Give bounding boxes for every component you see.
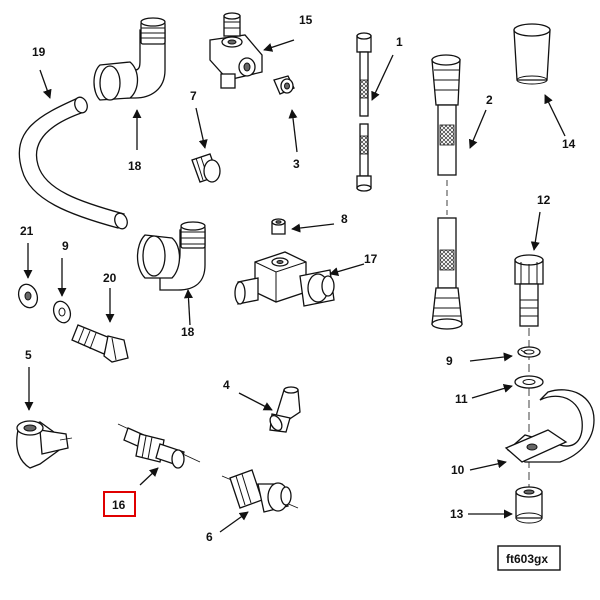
figure-id-box: ft603gx [497,545,561,571]
part-14-sleeve [513,23,551,85]
callout-2: 2 [486,93,493,107]
callout-5: 5 [25,348,32,362]
callout-19: 19 [32,45,46,59]
highlight-box [103,491,136,517]
callout-18-lower: 18 [181,325,195,339]
callout-6: 6 [206,530,213,544]
part-19-tube [18,96,128,230]
part-4-elbow [269,386,301,433]
part-5-elbow [16,420,73,469]
callout-10: 10 [451,463,465,477]
part-18-elbow-upper [93,17,166,101]
callout-1: 1 [396,35,403,49]
leader-arrows [23,39,566,533]
callout-3: 3 [293,157,300,171]
part-18-elbow-lower [136,221,206,291]
part-10-clamp [504,389,595,463]
part-9-washer-left [52,300,72,324]
part-6-union [221,469,299,513]
callout-7: 7 [190,89,197,103]
part-8-nut [271,218,286,235]
callout-8: 8 [341,212,348,226]
part-2-hose [431,54,463,330]
callout-15: 15 [299,13,313,27]
callout-12: 12 [537,193,551,207]
callout-21: 21 [20,224,34,238]
highlighted-callout-16[interactable]: 16 [103,491,136,517]
part-1-rod [356,32,372,192]
callout-labels: 19 18 15 7 3 1 2 14 8 17 12 21 9 20 18 5… [20,13,576,544]
part-13-spacer [515,486,543,524]
callout-13: 13 [450,507,464,521]
callout-18-upper: 18 [128,159,142,173]
part-16-union [117,423,201,469]
callout-9-right: 9 [446,354,453,368]
part-3-cap [273,75,295,95]
callout-11: 11 [455,392,468,406]
callout-16: 16 [112,498,126,512]
part-15-tee [209,12,263,89]
part-9-washer-right [517,346,541,358]
part-11-washer [514,375,544,389]
callout-4: 4 [223,378,230,392]
part-12-bolt [514,254,544,500]
callout-14: 14 [562,137,576,151]
part-17-tee-block [234,251,335,307]
callout-17: 17 [364,252,378,266]
callout-9-left: 9 [62,239,69,253]
figure-id: ft603gx [506,552,548,566]
part-21-washer [17,283,39,309]
part-7-fitting [191,153,221,183]
part-20-bolt [71,324,129,363]
callout-20: 20 [103,271,117,285]
